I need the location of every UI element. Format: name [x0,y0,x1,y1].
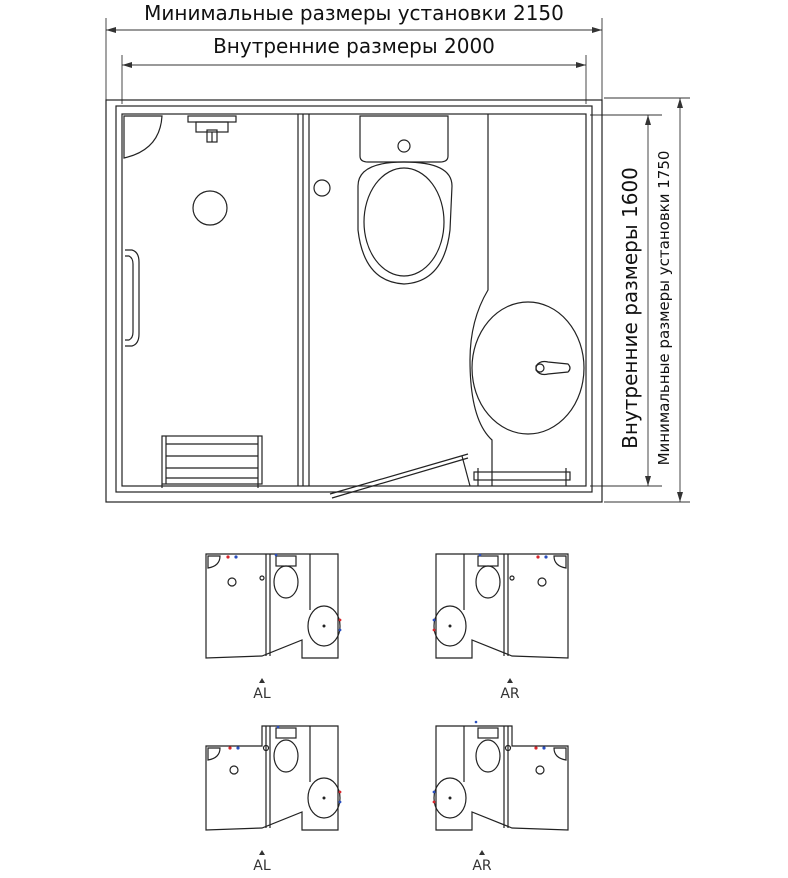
toilet-icon [357,115,453,285]
variant-label-ar-top: AR [500,686,520,702]
variant-label-al-bottom: AL [253,858,271,874]
inner-width-label: Внутренние размеры 2000 [213,34,495,58]
variant-al-bottom [205,725,342,831]
variant-ar-top [432,553,569,659]
min-install-depth-label: Минимальные размеры установки 1750 [655,151,673,466]
main-floor-plan [105,99,603,503]
shower-drain-icon [192,190,228,226]
grab-handle [125,249,140,347]
towel-rail [473,468,571,486]
min-install-width-label: Минимальные размеры установки 2150 [144,1,564,25]
sink-wall [469,114,493,486]
depth-dimensions: Внутренние размеры 1600 Минимальные разм… [590,97,690,503]
variant-label-al-top: AL [253,686,271,702]
variant-ar-bottom [432,720,569,831]
corner-shelf [123,115,163,159]
floor-drain-icon [313,179,331,197]
inner-depth-label: Внутренние размеры 1600 [618,167,642,449]
width-dimensions: Минимальные размеры установки 2150 Внутр… [105,1,603,104]
variant-al-top [205,553,342,659]
washbasin-icon [471,301,585,435]
shower-bench [161,435,263,485]
shower-mixer-icon [187,115,237,143]
sliding-door [329,453,471,499]
variant-label-ar-bottom: AR [472,858,492,874]
